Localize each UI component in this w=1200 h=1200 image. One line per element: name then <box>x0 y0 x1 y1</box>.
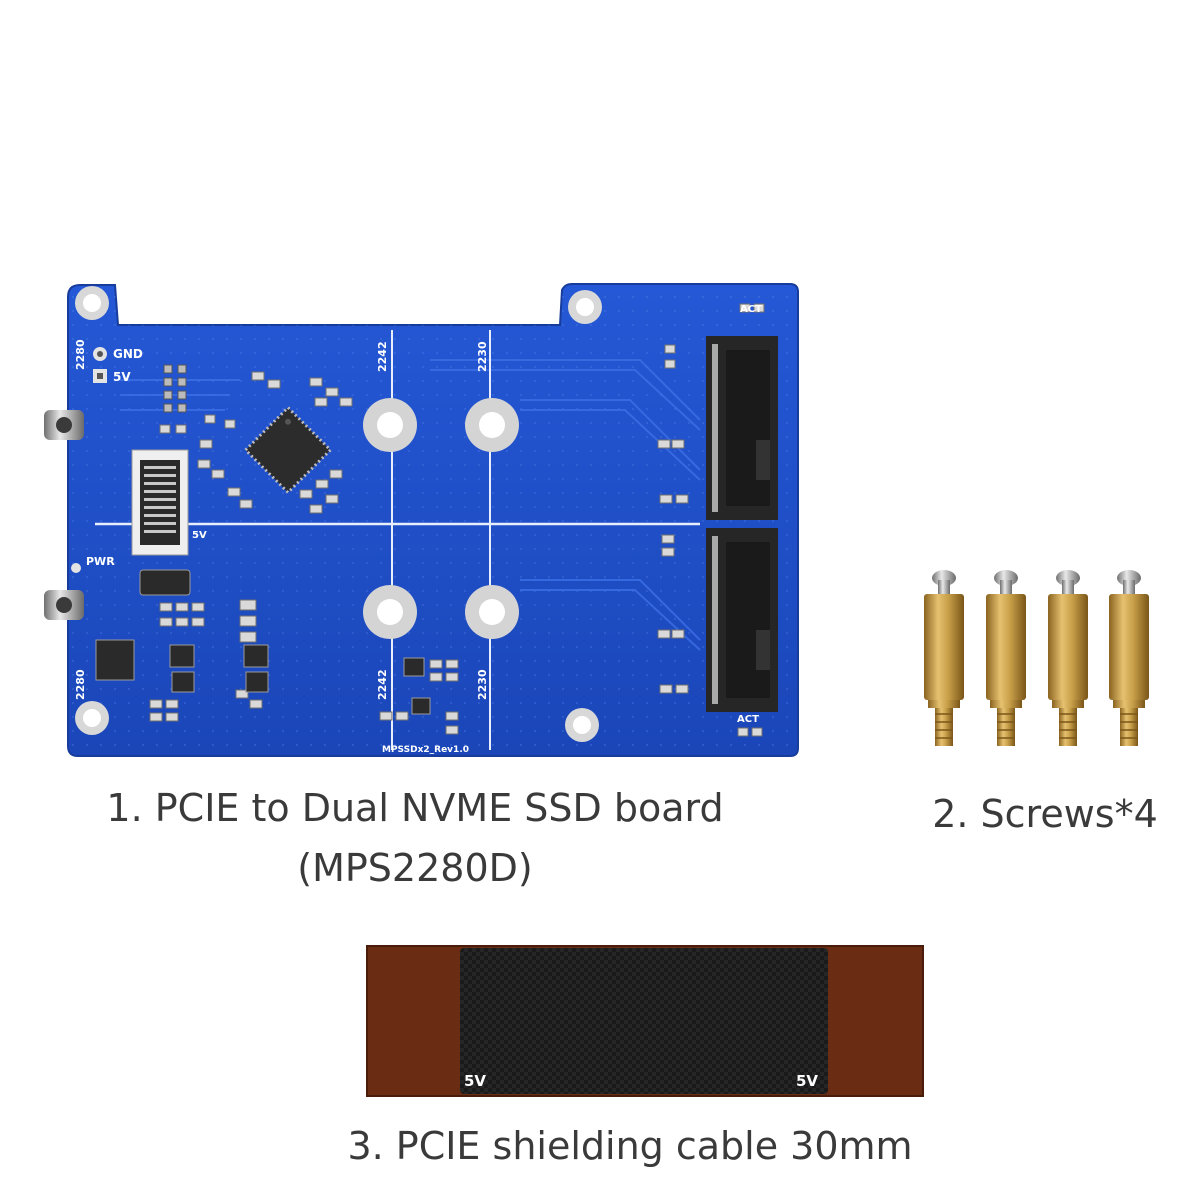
screws-caption: 2. Screws*4 <box>932 792 1158 836</box>
silk-2230-top: 2230 <box>476 341 489 372</box>
cable-caption: 3. PCIE shielding cable 30mm <box>347 1124 913 1168</box>
silk-act-top: ACT <box>740 304 762 315</box>
ssd-standoff-hole-2230 <box>465 585 519 639</box>
silk-2280-bottom: 2280 <box>74 669 87 700</box>
board-standoff <box>44 590 84 620</box>
ssd-standoff-hole-2230 <box>465 398 519 452</box>
silk-gnd: GND <box>113 347 143 361</box>
board-standoff <box>44 410 84 440</box>
mounting-hole <box>75 701 109 735</box>
silk-pwr: PWR <box>86 555 115 568</box>
board-caption-line2: (MPS2280D) <box>297 846 533 890</box>
ssd-standoff-hole-2242 <box>363 398 417 452</box>
mounting-hole <box>568 290 602 324</box>
silk-2230-bottom: 2230 <box>476 669 489 700</box>
power-ic <box>139 569 191 596</box>
pcie-switch-chip <box>243 405 333 495</box>
regulator-ic <box>95 639 135 681</box>
pcie-ffc-cable: 5V 5V <box>366 945 924 1097</box>
silk-act-bottom: ACT <box>737 714 759 725</box>
brass-standoff-screw <box>986 570 1026 746</box>
silk-2242-top: 2242 <box>376 341 389 372</box>
ssd-standoff-hole-2242 <box>363 585 417 639</box>
mounting-hole <box>565 708 599 742</box>
cable-shielding <box>460 948 828 1094</box>
silk-5v-fpc: 5V <box>192 530 207 541</box>
brass-standoff-screw <box>924 570 964 746</box>
silk-5v: 5V <box>113 370 131 384</box>
m2-connector-bottom <box>706 528 778 712</box>
silk-2242-bottom: 2242 <box>376 669 389 700</box>
mounting-hole <box>75 286 109 320</box>
fpc-connector <box>131 449 189 556</box>
cable-label-left: 5V <box>464 1072 486 1090</box>
silk-2280-top: 2280 <box>74 339 87 370</box>
cable-label-right: 5V <box>796 1072 818 1090</box>
silk-revision: MPSSDx2_Rev1.0 <box>382 745 469 755</box>
brass-standoff-screw <box>1048 570 1088 746</box>
brass-standoff-screw <box>1109 570 1149 746</box>
m2-connector-top <box>706 336 778 520</box>
board-caption-line1: 1. PCIE to Dual NVME SSD board <box>106 786 724 830</box>
